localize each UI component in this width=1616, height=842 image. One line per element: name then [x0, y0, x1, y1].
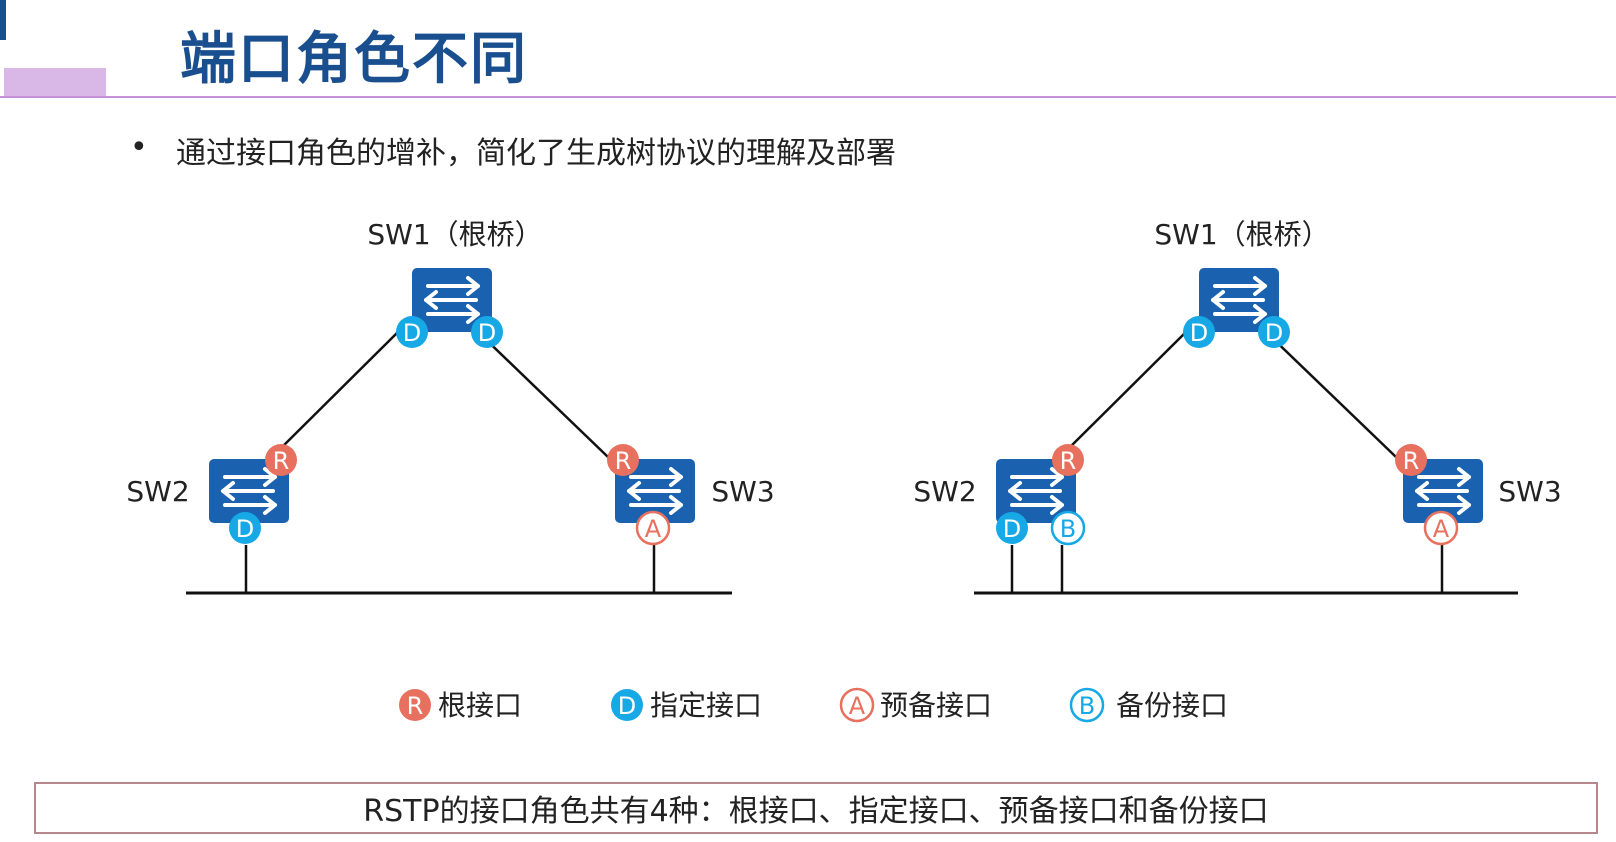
port-backup-badge: B: [1050, 510, 1086, 546]
svg-text:D: D: [403, 319, 421, 347]
link-sw1-sw3: [1263, 329, 1397, 458]
link-sw1-sw2: [271, 329, 401, 458]
port-designated-badge: D: [229, 512, 261, 544]
legend-backup-item: B 备份接口: [1069, 687, 1228, 723]
port-root-badge: R: [265, 444, 297, 476]
svg-text:D: D: [1190, 319, 1208, 347]
diagram-left: SW1（根桥） SW2 SW3 D D R D R A: [126, 218, 775, 595]
legend: R 根接口 D 指定接口 A 预备接口 B 备份接口: [399, 687, 1228, 723]
svg-text:B: B: [1060, 515, 1076, 543]
port-root-badge: R: [1395, 444, 1427, 476]
stp-port-role-diagrams: SW1（根桥） SW2 SW3 D D R D R A: [126, 218, 1562, 723]
sw1-label: SW1（根桥）: [1154, 218, 1329, 251]
svg-text:A: A: [1433, 515, 1450, 543]
port-designated-badge: D: [996, 512, 1028, 544]
svg-text:R: R: [615, 447, 632, 475]
link-sw1-sw2: [1059, 329, 1189, 458]
corner-accent-bar: [0, 0, 6, 40]
svg-text:A: A: [645, 515, 662, 543]
port-root-badge: R: [1052, 444, 1084, 476]
page-title: 端口角色不同: [180, 27, 528, 92]
sw3-label: SW3: [711, 475, 774, 508]
svg-text:D: D: [1265, 319, 1283, 347]
sw2-label: SW2: [126, 475, 189, 508]
title-accent-tab: [4, 68, 106, 96]
legend-alternate-label: 预备接口: [880, 689, 992, 722]
legend-root-item: R 根接口: [399, 689, 522, 722]
summary-text: RSTP的接口角色共有4种：根接口、指定接口、预备接口和备份接口: [363, 794, 1269, 829]
link-sw1-sw3: [475, 329, 609, 458]
svg-text:B: B: [1079, 692, 1095, 720]
svg-text:D: D: [236, 515, 254, 543]
svg-text:R: R: [407, 692, 424, 720]
bullet-text: 通过接口角色的增补，简化了生成树协议的理解及部署: [176, 136, 896, 171]
port-alternate-badge: A: [635, 510, 671, 546]
svg-text:R: R: [1060, 447, 1077, 475]
legend-alternate-item: A 预备接口: [839, 687, 992, 723]
port-designated-badge: D: [396, 316, 428, 348]
legend-backup-label: 备份接口: [1116, 689, 1228, 722]
legend-designated-label: 指定接口: [650, 689, 762, 722]
port-alternate-badge: A: [1423, 510, 1459, 546]
bullet-dot: •: [130, 130, 148, 165]
title-divider: [0, 96, 1616, 98]
svg-text:R: R: [1403, 447, 1420, 475]
sw3-label: SW3: [1498, 475, 1561, 508]
svg-text:D: D: [1003, 515, 1021, 543]
svg-text:D: D: [618, 692, 636, 720]
svg-text:A: A: [849, 692, 866, 720]
svg-text:D: D: [478, 319, 496, 347]
legend-designated-item: D 指定接口: [611, 689, 762, 722]
port-designated-badge: D: [471, 316, 503, 348]
legend-root-label: 根接口: [438, 689, 522, 722]
port-root-badge: R: [607, 444, 639, 476]
svg-text:R: R: [273, 447, 290, 475]
summary-box: RSTP的接口角色共有4种：根接口、指定接口、预备接口和备份接口: [34, 782, 1598, 834]
port-designated-badge: D: [1258, 316, 1290, 348]
sw1-label: SW1（根桥）: [367, 218, 542, 251]
diagram-right: SW1（根桥） SW2 SW3 D D R D B R A: [913, 218, 1562, 595]
sw2-label: SW2: [913, 475, 976, 508]
port-designated-badge: D: [1183, 316, 1215, 348]
